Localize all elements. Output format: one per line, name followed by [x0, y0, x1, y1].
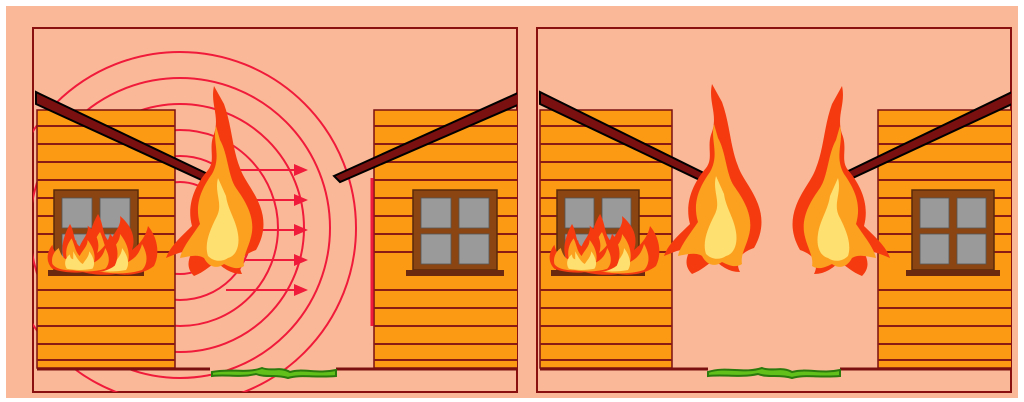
window-right	[406, 190, 504, 276]
panel-left	[4, 28, 520, 402]
window-right	[906, 190, 1000, 276]
panel-right	[537, 28, 1012, 392]
